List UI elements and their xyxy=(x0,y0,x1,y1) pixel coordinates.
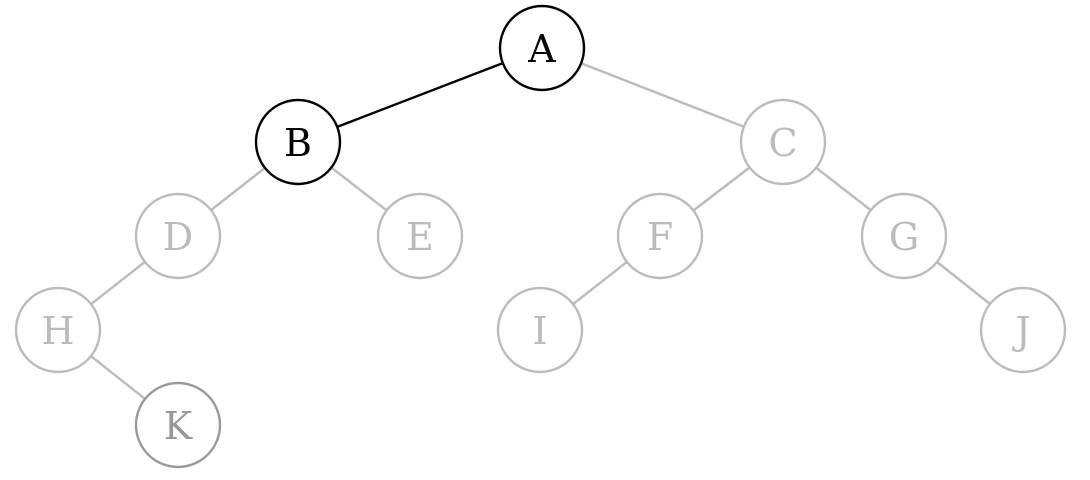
node-circle-j xyxy=(979,286,1067,374)
node-g: G xyxy=(860,192,948,280)
node-label-i: I xyxy=(532,309,547,353)
node-circle-g xyxy=(860,192,948,280)
node-label-j: J xyxy=(1011,309,1030,353)
edge-a-b xyxy=(336,61,504,129)
node-label-d: D xyxy=(163,215,193,259)
node-i: I xyxy=(496,286,584,374)
edge-f-i xyxy=(572,260,628,306)
node-circle-f xyxy=(616,192,704,280)
node-f: F xyxy=(616,192,704,280)
node-j: J xyxy=(979,286,1067,374)
node-circle-a xyxy=(498,4,586,92)
node-label-a: A xyxy=(527,27,556,71)
node-label-c: C xyxy=(768,121,797,165)
node-circle-i xyxy=(496,286,584,374)
edge-b-d xyxy=(210,166,266,212)
node-a: A xyxy=(498,4,586,92)
node-label-k: K xyxy=(164,404,193,448)
edge-d-h xyxy=(90,260,146,306)
node-label-h: H xyxy=(41,309,74,353)
node-circle-h xyxy=(14,286,102,374)
node-circle-d xyxy=(134,192,222,280)
edge-c-f xyxy=(692,166,751,212)
edge-a-c xyxy=(580,62,745,128)
node-circle-c xyxy=(739,98,827,186)
node-circle-k xyxy=(134,381,222,469)
node-c: C xyxy=(739,98,827,186)
node-b: B xyxy=(254,98,342,186)
edge-g-j xyxy=(936,261,991,305)
edge-h-k xyxy=(90,355,146,400)
edge-b-e xyxy=(330,166,388,212)
node-k: K xyxy=(134,381,222,469)
node-label-g: G xyxy=(889,215,919,259)
node-h: H xyxy=(14,286,102,374)
node-circle-e xyxy=(376,192,464,280)
node-d: D xyxy=(134,192,222,280)
node-label-b: B xyxy=(284,121,312,165)
nodes-layer: A B C D E F G H I J K xyxy=(14,4,1067,469)
edge-c-g xyxy=(815,166,872,212)
edges-layer xyxy=(90,61,991,400)
node-label-e: E xyxy=(406,215,434,259)
node-circle-b xyxy=(254,98,342,186)
node-e: E xyxy=(376,192,464,280)
node-label-f: F xyxy=(647,215,673,259)
